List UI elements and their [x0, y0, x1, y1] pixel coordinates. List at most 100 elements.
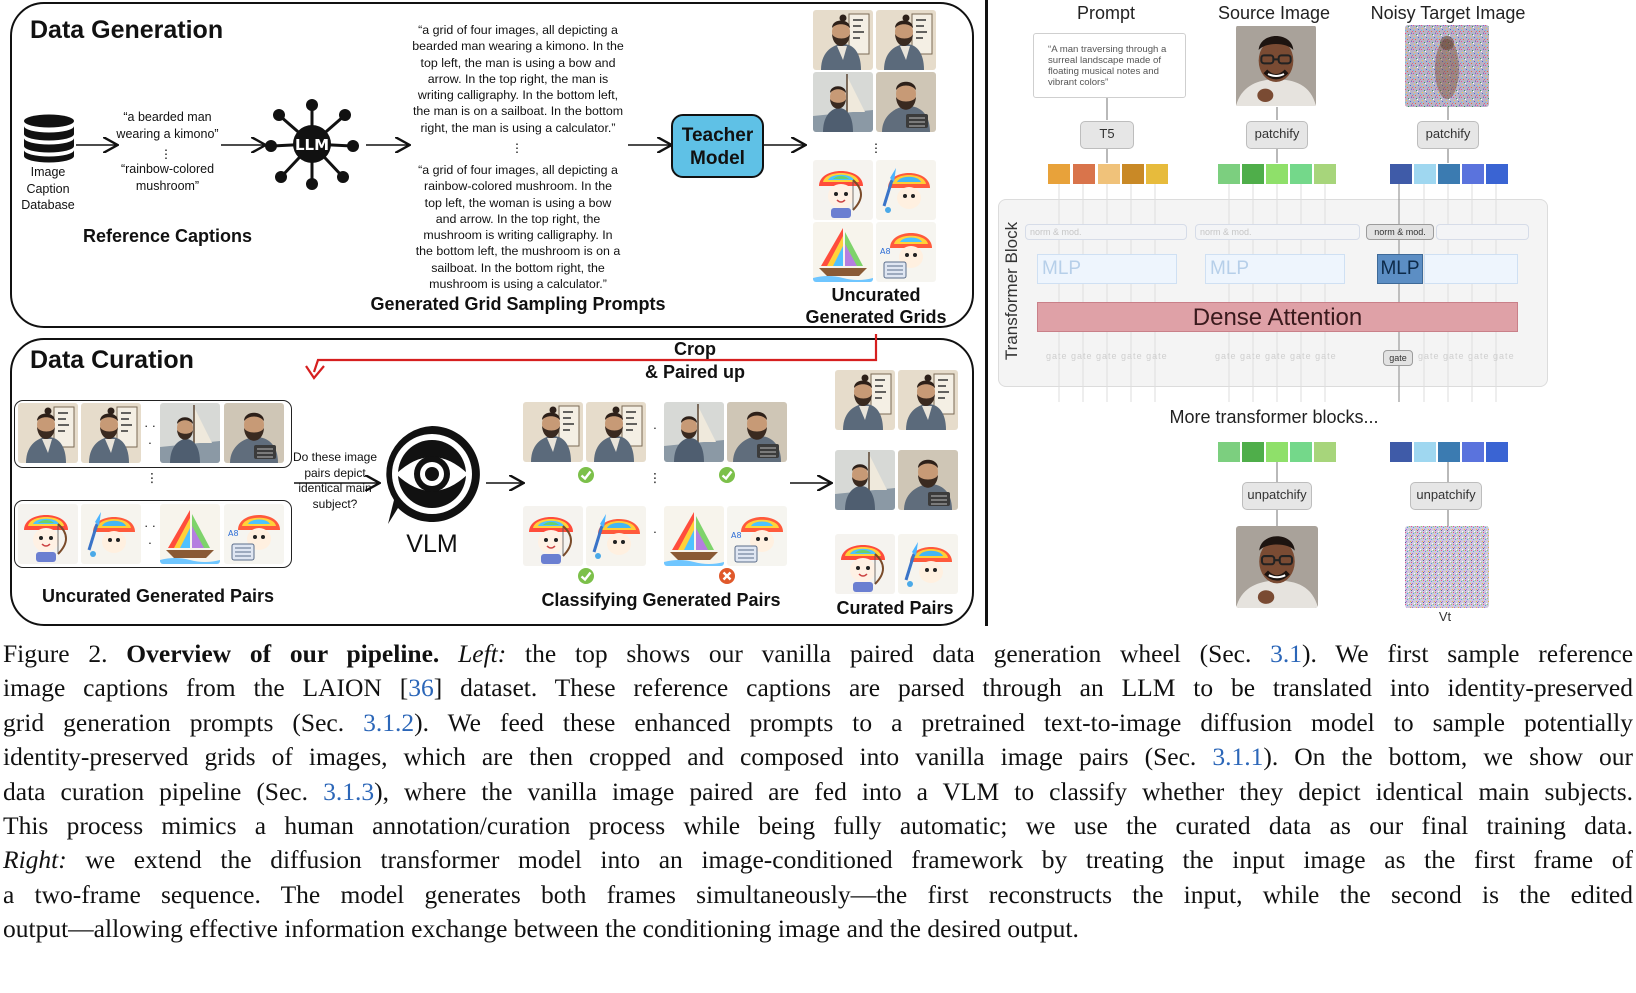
noisy-target-column-label: Noisy Target Image: [1370, 3, 1526, 23]
gate-ghost-row: gate gate gate gate: [1418, 351, 1515, 361]
norm-mod-ghost: norm & mod.: [1195, 224, 1360, 240]
classify-mush-1: [523, 506, 583, 566]
grid-mush-1: [813, 160, 873, 220]
vlm-label: VLM: [406, 530, 458, 558]
citation-link[interactable]: 3.1.1: [1212, 742, 1264, 772]
citation-link[interactable]: 36: [408, 673, 434, 703]
classify-man-1: [523, 402, 583, 462]
grid-man-2: [876, 10, 936, 70]
grid-man-3: [813, 72, 873, 132]
output-source-token: [1314, 442, 1336, 462]
mlp-ghost: [1424, 254, 1518, 284]
dense-attention-box: Dense Attention: [1037, 302, 1518, 332]
mlp-ghost: MLP: [1205, 254, 1345, 284]
source-image-column-label: Source Image: [1217, 3, 1331, 23]
curated-man-3: [835, 450, 895, 510]
target-token: [1414, 164, 1436, 184]
connector: [1276, 462, 1278, 482]
output-target-token: [1486, 442, 1508, 462]
noisy-target-image: [1405, 25, 1489, 107]
norm-mod-ghost: norm & mod.: [1025, 224, 1187, 240]
output-target-token: [1462, 442, 1484, 462]
curated-man-1: [835, 370, 895, 430]
citation-link[interactable]: 3.1.2: [363, 707, 415, 737]
citation-link[interactable]: 3.1: [1270, 639, 1303, 668]
text-token: [1122, 164, 1144, 184]
vlm-eye-icon: [386, 426, 480, 524]
connector: [1447, 510, 1449, 526]
svg-text:⋮: ⋮: [870, 141, 882, 155]
svg-text:⋮: ⋮: [511, 141, 523, 155]
grid-man-4: [876, 72, 936, 132]
mlp-active: MLP: [1377, 254, 1423, 284]
classify-man-4: [727, 402, 787, 462]
caption-line-3: grid generation prompts (Sec. 3.1.2). We…: [3, 707, 1634, 737]
curated-man-2: [898, 370, 958, 430]
classify-mush-4: [727, 506, 787, 566]
unpatchify-box-target: unpatchify: [1410, 482, 1482, 510]
source-token: [1242, 164, 1264, 184]
curated-pairs-label: Curated Pairs: [836, 598, 954, 618]
cross-icon: [719, 568, 735, 584]
caption-line-5: data curation pipeline (Sec. 3.1.3), whe…: [3, 776, 1634, 806]
more-blocks-label: More transformer blocks...: [1169, 407, 1379, 427]
svg-text:⋮: ⋮: [160, 147, 172, 161]
reconstructed-source-image: [1236, 526, 1318, 608]
citation-link[interactable]: 3.1.3: [323, 776, 375, 806]
unpatchify-box-source: unpatchify: [1242, 482, 1312, 510]
ellipsis: ·: [652, 525, 658, 539]
ellipsis: · · ·: [144, 519, 156, 550]
target-token: [1390, 164, 1412, 184]
text-token: [1146, 164, 1168, 184]
gate-ghost-row: gate gate gate gate gate: [1046, 351, 1168, 361]
token-flow-lines: [1058, 184, 1497, 402]
flow-arrows-generation: ⋮ ⋮ ⋮: [76, 0, 882, 161]
classifying-pairs-label: Classifying Generated Pairs: [541, 590, 781, 610]
grid-prompts-label: Generated Grid Sampling Prompts: [370, 294, 666, 314]
check-icon: [719, 467, 735, 483]
llm-label: LLM: [295, 136, 329, 154]
curated-mush-2: [898, 534, 958, 594]
source-image: [1236, 25, 1316, 107]
connector: [1276, 107, 1278, 120]
classify-mush-2: [586, 506, 646, 566]
ellipsis: ·: [652, 421, 658, 435]
database-icon: [24, 114, 74, 163]
grid-mush-2: [876, 160, 936, 220]
connector: [1106, 98, 1108, 120]
text-token: [1073, 164, 1095, 184]
connector: [1447, 149, 1449, 163]
text-token: [1048, 164, 1070, 184]
output-source-token: [1242, 442, 1264, 462]
velocity-output-image: [1405, 526, 1489, 608]
t5-encoder-box: T5: [1080, 121, 1134, 149]
crop-arrow: [305, 334, 878, 380]
source-token: [1290, 164, 1312, 184]
target-token: [1438, 164, 1460, 184]
figure-caption: Figure 2. Overview of our pipeline. Left…: [3, 637, 1633, 947]
classify-mush-3: [664, 506, 724, 566]
classify-man-2: [586, 402, 646, 462]
classify-man-3: [664, 402, 724, 462]
source-token: [1218, 164, 1240, 184]
target-token: [1486, 164, 1508, 184]
llm-icon: LLM: [265, 99, 359, 190]
text-token: [1098, 164, 1120, 184]
vertical-ellipsis: ⋮: [648, 471, 662, 485]
output-target-token: [1414, 442, 1436, 462]
prompt-column-label: Prompt: [1076, 3, 1136, 23]
output-target-token: [1390, 442, 1412, 462]
crop-label: Crop& Paired up: [644, 339, 746, 382]
data-curation-panel: [10, 338, 974, 626]
reference-captions-label: Reference Captions: [82, 226, 253, 246]
patchify-box-target: patchify: [1417, 121, 1479, 149]
output-target-token: [1438, 442, 1460, 462]
connector: [1276, 510, 1278, 526]
